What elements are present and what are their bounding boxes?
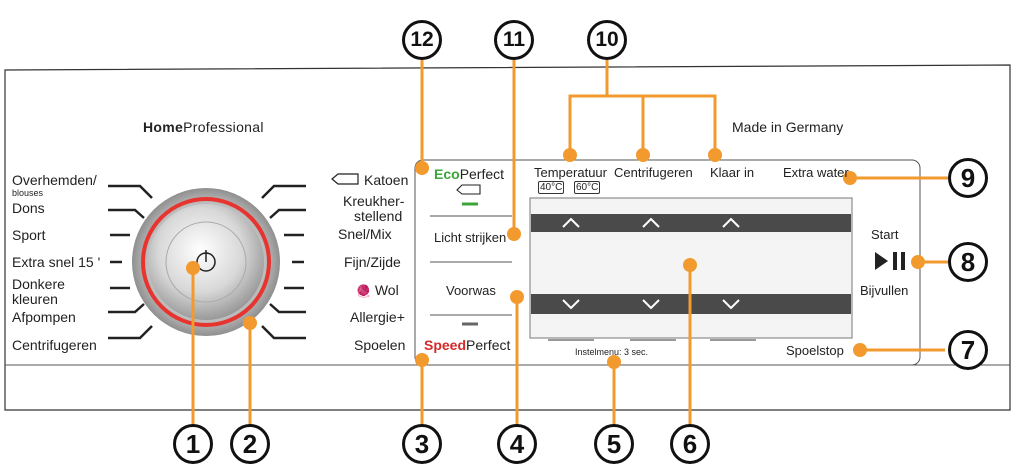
program-dial-red-ring [141,197,271,327]
program-fijn-zijde[interactable]: Fijn/Zijde [344,254,401,270]
spin-label: Centrifugeren [614,165,693,180]
temperature-label: Temperatuur [534,165,607,180]
spin-down-icon [642,299,660,310]
speed-label: Speed [424,337,467,353]
callout-dot-1 [186,261,200,275]
settings-menu-hint: Instelmenu: 3 sec. [575,347,649,357]
display-up-bar [531,214,851,232]
callout-number-2: 2 [230,424,270,464]
program-kreukherstellend[interactable]: Kreukher- [343,193,405,209]
callout-number-3: 3 [402,424,442,464]
callout-number-10: 10 [587,20,627,60]
temp-40-badge: 40°C [538,181,565,194]
licht-strijken-button[interactable]: Licht strijken [434,230,507,245]
temp-down-icon [562,299,580,310]
wool-icon: 🧶 [356,284,371,298]
program-centrifugeren[interactable]: Centrifugeren [12,337,97,353]
callout-lines [191,60,948,425]
program-afpompen[interactable]: Afpompen [12,309,76,325]
program-kreukherstellend-2: stellend [354,208,403,224]
callout-number-8: 8 [948,242,988,282]
program-extra-snel[interactable]: Extra snel 15 ' [12,254,101,270]
callout-dot-8 [911,255,925,269]
callout-number-12: 12 [402,20,442,60]
eco-label: Eco [434,166,460,182]
program-dons[interactable]: Dons [12,200,45,216]
temp-60-badge: 60°C [574,181,601,194]
panel-outline [4,64,1011,411]
callout-number-9: 9 [948,158,988,198]
program-overhemden-blouses: blouses [12,188,44,198]
start-label: Start [871,227,899,242]
program-donkere[interactable]: Donkere [12,276,65,292]
program-sport[interactable]: Sport [12,227,46,243]
callout-dot-7 [853,343,867,357]
callout-number-7: 7 [948,330,988,370]
program-overhemden[interactable]: Overhemden/ [12,172,97,188]
brand-light: Professional [183,119,264,135]
callout-number-11: 11 [494,20,534,60]
voorwas-button[interactable]: Voorwas [446,283,496,298]
callout-dot-6 [683,258,697,272]
eco-perfect-button[interactable]: EcoPerfect [434,166,504,182]
program-snel-mix[interactable]: Snel/Mix [338,226,392,242]
speed-perfect-label: Perfect [466,337,511,353]
eco-perfect-icon [456,184,481,195]
callout-number-1: 1 [173,424,213,464]
ready-in-label: Klaar in [710,165,755,180]
ready-up-icon [722,217,740,228]
program-spoelen[interactable]: Spoelen [354,337,406,353]
brand-bold: Home [143,119,184,135]
callout-dot-10c [708,148,722,162]
made-in-label: Made in Germany [732,119,844,135]
katoen-icon [331,173,359,185]
program-allergie[interactable]: Allergie+ [350,309,405,325]
program-katoen[interactable]: Katoen [364,172,409,188]
dial-ticks-left [108,184,153,340]
brand-logo: HomeProfessional [143,119,264,135]
speed-perfect-button[interactable]: SpeedPerfect [424,337,510,353]
spin-up-icon [642,217,660,228]
callout-number-6: 6 [670,424,710,464]
start-pause-icon [875,252,888,270]
program-donkere-kleuren: kleuren [12,291,58,307]
eco-perfect-label: Perfect [459,166,505,182]
temp-up-icon [562,217,580,228]
callout-dot-9 [843,171,857,185]
pause-bar-1 [893,252,897,270]
callout-dot-11 [507,227,521,241]
program-wol[interactable]: 🧶 Wol [356,282,399,298]
callout-number-5: 5 [594,424,634,464]
extra-water-button[interactable]: Extra water [783,165,849,180]
callout-number-4: 4 [497,424,537,464]
bijvullen-label: Bijvullen [860,283,909,298]
callout-dot-10b [636,148,650,162]
dial-ticks-right [261,184,306,340]
spoelstop-button[interactable]: Spoelstop [786,343,844,358]
callout-dot-12 [415,161,429,175]
option-separators [430,215,512,316]
callout-dot-3 [415,353,429,367]
callout-dot-2 [243,316,257,330]
ready-down-icon [722,299,740,310]
program-wol-label: Wol [374,282,399,298]
callout-dot-10a [563,148,577,162]
callout-dot-4 [510,290,524,304]
callout-dot-5 [607,355,621,369]
pause-bar-2 [901,252,905,270]
program-dial-inner [165,221,247,303]
